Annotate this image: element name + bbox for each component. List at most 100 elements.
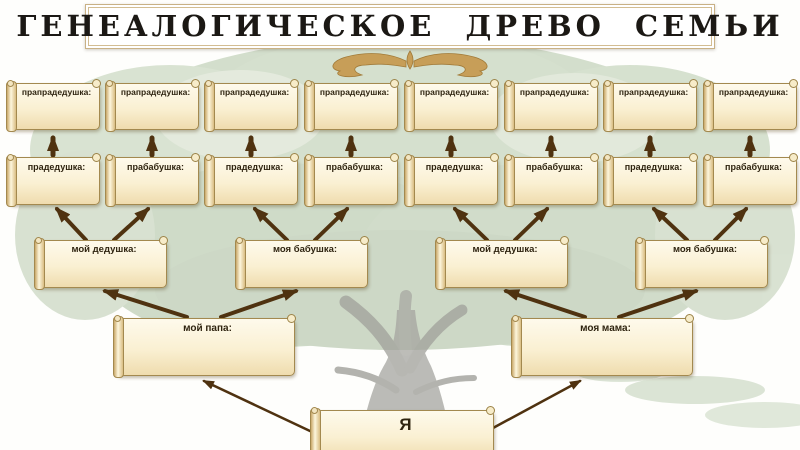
ancestry-arrow	[102, 289, 189, 319]
scroll-roll-icon	[34, 237, 45, 290]
scroll-curl-icon	[490, 79, 499, 88]
pedigree-box-grandparents-1: мой дедушка:	[34, 236, 168, 290]
pedigree-box-label: моя бабушка:	[272, 244, 338, 255]
ancestry-arrow	[252, 206, 289, 242]
scroll-curl-icon	[590, 79, 599, 88]
scroll-curl-icon	[390, 153, 399, 162]
pedigree-box-grandparents-2: моя бабушка:	[235, 236, 369, 290]
pedigree-box-great-grandparents-7: прадедушка:	[603, 153, 698, 207]
scroll-roll-icon	[310, 407, 321, 450]
pedigree-box-grandparents-4: моя бабушка:	[635, 236, 769, 290]
pedigree-box-great-grandparents-8: прабабушка:	[703, 153, 798, 207]
scroll-curl-icon	[159, 236, 168, 245]
scroll-curl-icon	[92, 79, 101, 88]
pedigree-box-label: мой папа:	[183, 323, 232, 334]
pedigree-box-grandparents-3: мой дедушка:	[435, 236, 569, 290]
scroll-roll-icon	[6, 154, 17, 207]
ancestry-arrow	[54, 206, 88, 242]
scroll-roll-icon	[404, 154, 415, 207]
scroll-curl-icon	[290, 79, 299, 88]
pedigree-box-great-grandparents-6: прабабушка:	[504, 153, 599, 207]
scroll-curl-icon	[490, 153, 499, 162]
scroll-curl-icon	[191, 153, 200, 162]
scroll-curl-icon	[390, 79, 399, 88]
scroll-roll-icon	[504, 80, 515, 132]
scroll-roll-icon	[304, 80, 315, 132]
scroll-curl-icon	[789, 79, 798, 88]
scroll-curl-icon	[560, 236, 569, 245]
scroll-curl-icon	[287, 314, 296, 323]
pedigree-box-label: прапрадедушка:	[718, 87, 789, 97]
pedigree-box-label: прапрадедушка:	[219, 87, 290, 97]
pedigree-box-great-great-grandparents-3: прапрадедушка:	[204, 79, 299, 132]
pedigree-box-label: прабабушка:	[127, 162, 184, 172]
pedigree-box-great-great-grandparents-8: прапрадедушка:	[703, 79, 798, 132]
pedigree-box-label: мой дедушка:	[472, 244, 538, 255]
poster-title: ГЕНЕАЛОГИЧЕСКОЕ ДРЕВО СЕМЬИ	[16, 9, 784, 43]
scroll-curl-icon	[689, 79, 698, 88]
scroll-roll-icon	[235, 237, 246, 290]
pedigree-box-label: прапрадедушка:	[419, 87, 490, 97]
pedigree-box-label: моя мама:	[580, 323, 631, 334]
ancestry-arrow	[202, 379, 312, 433]
scroll-curl-icon	[360, 236, 369, 245]
scroll-roll-icon	[204, 154, 215, 207]
scroll-roll-icon	[703, 154, 714, 207]
pedigree-box-label: прапрадедушка:	[618, 87, 689, 97]
scroll-curl-icon	[685, 314, 694, 323]
pedigree-box-great-great-grandparents-1: прапрадедушка:	[6, 79, 101, 132]
scroll-roll-icon	[6, 80, 17, 132]
scroll-roll-icon	[635, 237, 646, 290]
scroll-roll-icon	[404, 80, 415, 132]
pedigree-box-label: прадедушка:	[27, 162, 86, 172]
pedigree-box-label: прапрадедушка:	[319, 87, 390, 97]
pedigree-box-label: прабабушка:	[725, 162, 782, 172]
pedigree-box-great-grandparents-2: прабабушка:	[105, 153, 200, 207]
scroll-roll-icon	[603, 80, 614, 132]
ancestry-arrow	[617, 289, 699, 319]
scroll-curl-icon	[760, 236, 769, 245]
pedigree-box-label: прапрадедушка:	[120, 87, 191, 97]
pedigree-box-label: прабабушка:	[326, 162, 383, 172]
pedigree-box-great-great-grandparents-6: прапрадедушка:	[504, 79, 599, 132]
pedigree-box-great-great-grandparents-5: прапрадедушка:	[404, 79, 499, 132]
pedigree-box-great-grandparents-3: прадедушка:	[204, 153, 299, 207]
scroll-curl-icon	[789, 153, 798, 162]
scroll-curl-icon	[590, 153, 599, 162]
pedigree-box-label: моя бабушка:	[672, 244, 738, 255]
pedigree-box-label: прабабушка:	[526, 162, 583, 172]
pedigree-box-great-great-grandparents-4: прапрадедушка:	[304, 79, 399, 132]
scroll-curl-icon	[92, 153, 101, 162]
pedigree-box-label: прадедушка:	[225, 162, 284, 172]
scroll-roll-icon	[703, 80, 714, 132]
pedigree-box-self-1: Я	[310, 406, 495, 450]
ancestry-arrow	[513, 206, 550, 242]
pedigree-box-great-great-grandparents-7: прапрадедушка:	[603, 79, 698, 132]
scroll-roll-icon	[113, 315, 124, 378]
pedigree-box-label: мой дедушка:	[71, 244, 137, 255]
ancestry-arrow	[313, 206, 350, 242]
scroll-curl-icon	[191, 79, 200, 88]
scroll-roll-icon	[603, 154, 614, 207]
scroll-curl-icon	[290, 153, 299, 162]
scroll-curl-icon	[486, 406, 495, 415]
scroll-roll-icon	[105, 154, 116, 207]
pedigree-box-great-grandparents-5: прадедушка:	[404, 153, 499, 207]
scroll-roll-icon	[304, 154, 315, 207]
pedigree-box-label: прадедушка:	[624, 162, 683, 172]
pedigree-box-label: Я	[399, 415, 412, 434]
ancestry-arrow	[112, 206, 151, 242]
pedigree-box-label: прадедушка:	[425, 162, 484, 172]
ancestry-arrow	[219, 289, 299, 319]
scroll-roll-icon	[504, 154, 515, 207]
title-banner: ГЕНЕАЛОГИЧЕСКОЕ ДРЕВО СЕМЬИ	[16, 4, 780, 49]
scroll-roll-icon	[105, 80, 116, 132]
scroll-curl-icon	[689, 153, 698, 162]
ancestry-arrow	[452, 206, 489, 242]
pedigree-box-great-grandparents-4: прабабушка:	[304, 153, 399, 207]
ancestry-arrow	[503, 289, 587, 319]
pedigree-box-label: прапрадедушка:	[519, 87, 590, 97]
pedigree-box-great-grandparents-1: прадедушка:	[6, 153, 101, 207]
ancestry-arrow	[491, 379, 582, 430]
